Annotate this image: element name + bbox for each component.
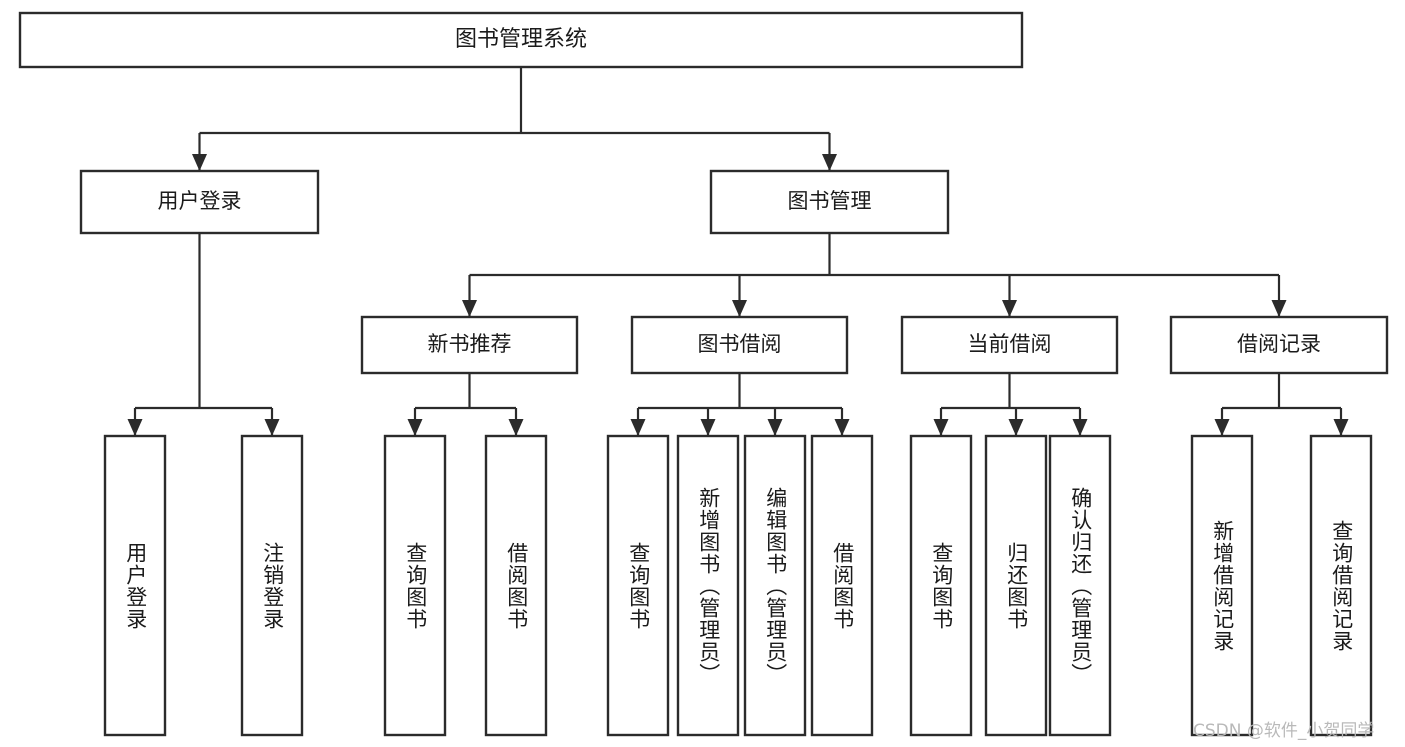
node-layer <box>18 11 1389 737</box>
arrow-head-leaf_user_login <box>127 419 143 436</box>
node-box-leaf_user_login[interactable] <box>103 434 167 737</box>
arrow-head-leaf_bb_query <box>630 419 646 436</box>
arrow-head-leaf_br_query <box>1333 419 1349 436</box>
node-box-leaf_cb_confirm[interactable] <box>1048 434 1112 737</box>
node-box-leaf_rec_borrow[interactable] <box>484 434 548 737</box>
arrow-head-leaf_cb_query <box>933 419 949 436</box>
arrow-head-new_book_rec <box>462 300 477 317</box>
arrow-head-leaf_cb_return <box>1008 419 1024 436</box>
node-box-leaf_rec_query[interactable] <box>383 434 447 737</box>
arrow-head-book_manage <box>822 154 837 171</box>
node-box-borrow_record[interactable] <box>1169 315 1389 375</box>
arrow-head-leaf_bb_add <box>700 419 716 436</box>
arrow-head-leaf_logout <box>264 419 280 436</box>
node-box-leaf_logout[interactable] <box>240 434 304 737</box>
arrow-head-user_login <box>192 154 207 171</box>
node-box-leaf_br_add[interactable] <box>1190 434 1254 737</box>
connector-layer <box>127 67 1349 436</box>
node-box-book_manage[interactable] <box>709 169 950 235</box>
arrow-head-leaf_rec_borrow <box>508 419 524 436</box>
node-box-leaf_br_query[interactable] <box>1309 434 1373 737</box>
node-box-leaf_cb_return[interactable] <box>984 434 1048 737</box>
node-box-user_login[interactable] <box>79 169 320 235</box>
node-box-current_borrow[interactable] <box>900 315 1119 375</box>
arrow-head-current_borrow <box>1002 300 1017 317</box>
node-box-book_borrow[interactable] <box>630 315 849 375</box>
arrow-head-borrow_record <box>1271 300 1287 317</box>
node-box-leaf_cb_query[interactable] <box>909 434 973 737</box>
node-box-new_book_rec[interactable] <box>360 315 579 375</box>
arrow-head-leaf_rec_query <box>407 419 423 436</box>
arrow-head-leaf_bb_borrow <box>834 419 850 436</box>
node-box-leaf_bb_borrow[interactable] <box>810 434 874 737</box>
node-box-root[interactable] <box>18 11 1024 69</box>
node-box-leaf_bb_query[interactable] <box>606 434 670 737</box>
node-box-leaf_bb_add[interactable] <box>676 434 740 737</box>
arrow-head-book_borrow <box>732 300 747 317</box>
arrow-head-leaf_cb_confirm <box>1072 419 1088 436</box>
node-box-leaf_bb_edit[interactable] <box>743 434 807 737</box>
arrow-head-leaf_br_add <box>1214 419 1230 436</box>
arrow-head-leaf_bb_edit <box>767 419 783 436</box>
